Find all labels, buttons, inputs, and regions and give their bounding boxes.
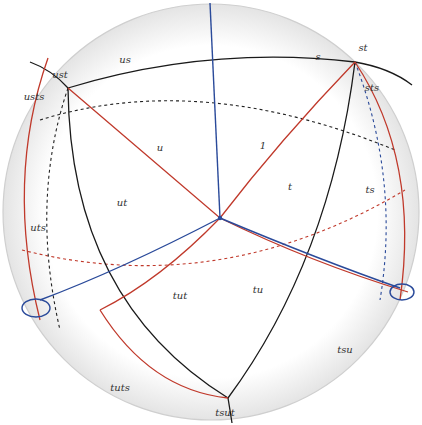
region-label: tuts <box>110 383 130 393</box>
sphere-outline <box>3 4 419 420</box>
region-label: st <box>358 43 367 53</box>
region-label: ust <box>52 70 68 80</box>
region-label: 1 <box>260 141 266 151</box>
region-label: s <box>315 52 320 62</box>
hidden-arcs <box>22 62 405 330</box>
region-label: us <box>119 55 131 65</box>
region-label: ts <box>365 185 374 195</box>
region-label: tsut <box>215 408 235 418</box>
region-label: t <box>288 182 292 192</box>
centre-point <box>218 216 222 220</box>
region-label: tu <box>253 285 263 295</box>
black-great-circles <box>30 57 412 423</box>
red-great-circles <box>24 58 408 398</box>
region-label: sts <box>365 83 379 93</box>
region-label: u <box>157 143 163 153</box>
region-label: ut <box>117 198 127 208</box>
region-label: tut <box>173 291 187 301</box>
region-label: tsu <box>337 345 353 355</box>
region-label: uts <box>30 223 46 233</box>
region-label: usts <box>24 92 45 102</box>
blue-great-circles <box>22 3 414 317</box>
